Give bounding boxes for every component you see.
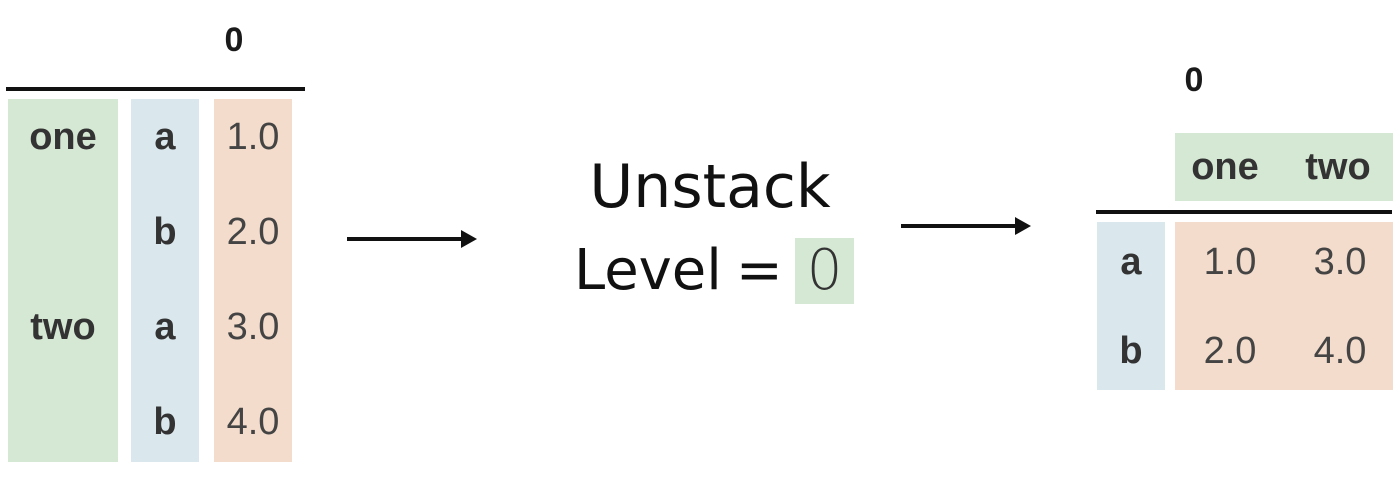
left-level0-band [8,99,118,462]
operation-title: Unstack [589,152,831,222]
left-value-cell: 3.0 [226,306,280,348]
arrow-right-icon [901,217,1031,235]
left-value-cell: 1.0 [226,116,280,158]
right-value-cell: 2.0 [1203,330,1257,372]
left-header-rule [6,87,305,91]
equals-sign: = [735,238,783,303]
right-header-rule [1096,210,1392,214]
right-index-b: b [1119,330,1143,372]
left-level1-cell: a [154,116,176,158]
parameter-value: 0 [794,238,855,304]
left-values-band [214,99,292,462]
right-value-cell: 4.0 [1313,330,1367,372]
left-level0-one: one [29,116,97,158]
left-level1-cell: b [153,211,177,253]
left-level1-band [131,99,199,462]
arrow-right-icon [347,230,477,248]
right-column-two: two [1305,146,1371,188]
left-level1-cell: b [153,401,177,443]
right-index-a: a [1120,241,1142,283]
right-value-cell: 3.0 [1313,241,1367,283]
left-value-cell: 4.0 [226,401,280,443]
left-level1-cell: a [154,306,176,348]
left-column-header: 0 [224,21,244,59]
right-column-header: 0 [1184,61,1204,99]
right-column-one: one [1191,146,1259,188]
parameter-label: Level [574,238,722,303]
right-values-band [1175,222,1393,390]
right-columns-band [1175,133,1393,201]
operation-parameter: Level = 0 [574,238,855,304]
right-index-band [1097,222,1165,390]
left-level0-two: two [30,306,96,348]
right-value-cell: 1.0 [1203,241,1257,283]
left-value-cell: 2.0 [226,211,280,253]
